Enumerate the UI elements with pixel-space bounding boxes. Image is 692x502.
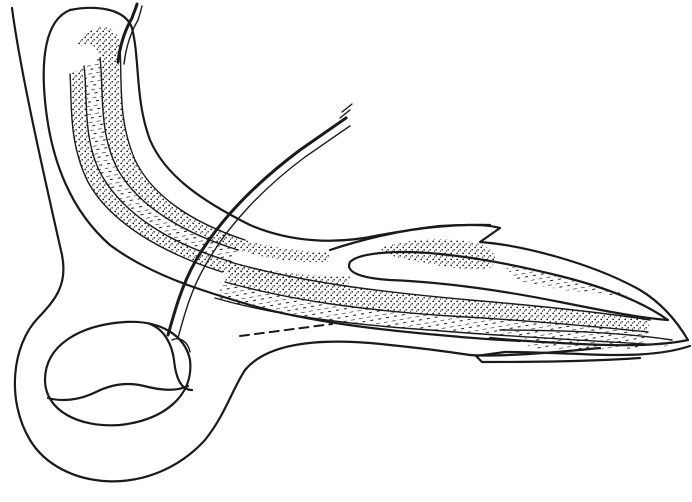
ovoid-body — [45, 322, 192, 426]
layered-shaft — [70, 27, 350, 288]
dashed-line — [240, 324, 332, 336]
